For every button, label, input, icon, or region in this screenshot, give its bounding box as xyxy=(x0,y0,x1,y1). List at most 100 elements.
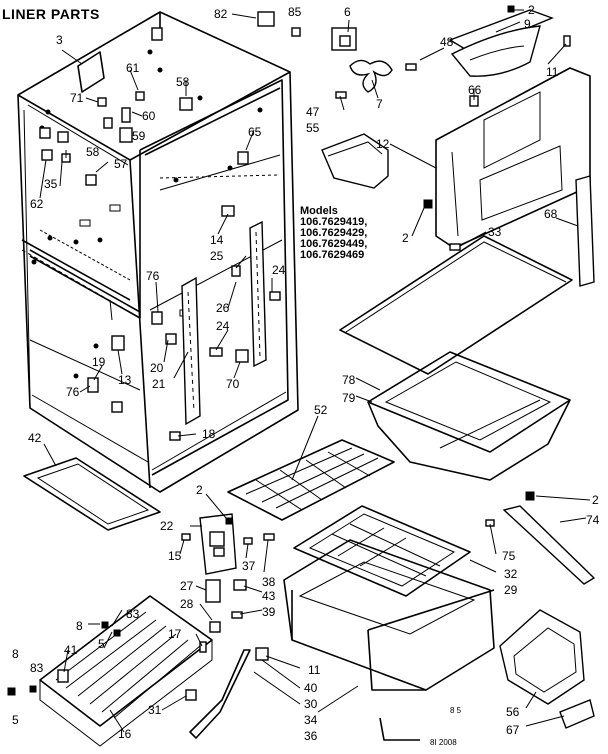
callout-65: 65 xyxy=(248,125,262,139)
callout-38: 38 xyxy=(262,575,276,589)
callout-5: 5 xyxy=(98,637,105,651)
callout-8: 8 xyxy=(76,619,83,633)
callout-15: 15 xyxy=(168,549,182,563)
callout-36: 36 xyxy=(304,729,318,743)
callout-41: 41 xyxy=(64,643,78,657)
callout-47: 47 xyxy=(306,105,320,119)
model-number: 106.7629449, xyxy=(300,238,368,250)
callout-76: 76 xyxy=(66,385,80,399)
crisper-pan xyxy=(367,351,571,481)
callout-70: 70 xyxy=(226,377,240,391)
callout-48: 48 xyxy=(440,35,454,49)
callout-16: 16 xyxy=(118,727,132,741)
callout-57: 57 xyxy=(114,157,128,171)
callout-2: 2 xyxy=(196,483,203,497)
glass-shelf xyxy=(339,235,573,375)
model-number: 106.7629419, xyxy=(300,216,368,228)
callout-18: 18 xyxy=(202,427,216,441)
evaporator-cover-top xyxy=(448,5,571,77)
callout-11: 11 xyxy=(546,65,559,79)
callout-11: 11 xyxy=(308,663,321,677)
callout-83: 83 xyxy=(126,607,140,621)
callout-24: 24 xyxy=(272,263,286,277)
callout-37: 37 xyxy=(242,559,256,573)
model-number: 106.7629469 xyxy=(300,249,365,261)
callout-66: 66 xyxy=(468,83,482,97)
callout-29: 29 xyxy=(504,583,518,597)
callout-62: 62 xyxy=(30,197,44,211)
callout-32: 32 xyxy=(504,567,518,581)
callout-3: 3 xyxy=(56,33,63,47)
callout-21: 21 xyxy=(152,377,166,391)
drawer-rail xyxy=(485,491,596,585)
callout-17: 17 xyxy=(168,627,182,641)
callout-76: 76 xyxy=(146,269,160,283)
callout-35: 35 xyxy=(44,177,58,191)
liner-cabinet xyxy=(17,11,299,493)
callout-27: 27 xyxy=(180,579,194,593)
callout-60: 60 xyxy=(142,109,156,123)
callout-12: 12 xyxy=(376,137,390,151)
callout-2: 2 xyxy=(592,493,599,507)
callout-71: 71 xyxy=(70,91,84,105)
callout-61: 61 xyxy=(126,61,140,75)
callout-39: 39 xyxy=(262,605,276,619)
leader-lines xyxy=(39,9,591,733)
callout-68: 68 xyxy=(544,207,558,221)
callout-58: 58 xyxy=(86,145,100,159)
callout-33: 33 xyxy=(488,225,502,239)
callout-2: 2 xyxy=(402,231,409,245)
callout-6: 6 xyxy=(344,5,351,19)
callout-82: 82 xyxy=(214,7,228,21)
callout-67: 67 xyxy=(506,723,520,737)
callout-75: 75 xyxy=(502,549,516,563)
small-bin xyxy=(321,133,389,189)
callout-26: 26 xyxy=(216,301,230,315)
callout-42: 42 xyxy=(28,431,42,445)
callout-31: 31 xyxy=(148,703,162,717)
callout-13: 13 xyxy=(118,373,132,387)
callout-56: 56 xyxy=(506,705,520,719)
diagram-title: LINER PARTS xyxy=(2,6,100,22)
wire-shelf xyxy=(227,439,395,521)
meat-keeper xyxy=(293,505,471,597)
callout-55: 55 xyxy=(306,121,320,135)
drip-tray xyxy=(23,457,161,531)
callout-24: 24 xyxy=(216,319,230,333)
callout-43: 43 xyxy=(262,589,276,603)
callout-59: 59 xyxy=(132,129,146,143)
callout-52: 52 xyxy=(314,403,328,417)
callout-34: 34 xyxy=(304,713,318,727)
callout-8: 8 xyxy=(12,647,19,661)
callout-2: 2 xyxy=(528,3,535,17)
models-heading: Models xyxy=(300,205,338,217)
model-number: 106.7629429, xyxy=(300,227,368,239)
callout-14: 14 xyxy=(210,233,224,247)
callout-9: 9 xyxy=(524,17,531,31)
callout-7: 7 xyxy=(376,97,383,111)
callout-30: 30 xyxy=(304,697,318,711)
callout-79: 79 xyxy=(342,391,356,405)
side-rail xyxy=(575,175,595,287)
callout-25: 25 xyxy=(210,249,224,263)
callout-58: 58 xyxy=(176,75,190,89)
callout-40: 40 xyxy=(304,681,318,695)
callout-83: 83 xyxy=(30,661,44,675)
callout-19: 19 xyxy=(92,355,106,369)
callout-85: 85 xyxy=(288,5,302,19)
model-numbers: Models 106.7629419, 106.7629429, 106.762… xyxy=(300,206,367,261)
door-bin xyxy=(499,609,595,729)
footer-mark: 8 5 xyxy=(450,706,462,715)
callout-78: 78 xyxy=(342,373,356,387)
drawing-code: 8I 2008 xyxy=(430,738,457,747)
callout-20: 20 xyxy=(150,361,164,375)
callout-22: 22 xyxy=(160,519,174,533)
callout-5: 5 xyxy=(12,713,19,727)
fan-assembly xyxy=(257,11,417,99)
control-housing xyxy=(181,513,275,633)
callout-28: 28 xyxy=(180,597,194,611)
crisper-drawer xyxy=(283,539,495,691)
callout-74: 74 xyxy=(586,513,600,527)
